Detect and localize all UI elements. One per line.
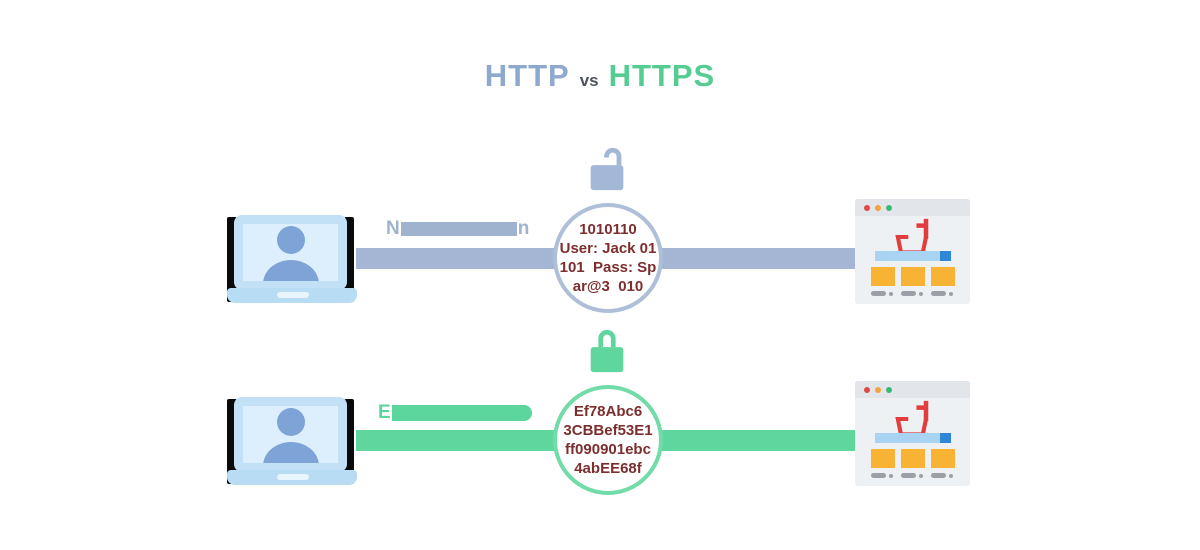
laptop-notch [277, 474, 309, 480]
packet-line: 101 Pass: Sp [559, 259, 657, 276]
text-pill [931, 291, 946, 296]
laptop-screen [243, 224, 338, 281]
caption-group [871, 291, 895, 296]
browser-window [855, 199, 970, 304]
http-row: N n 1010110 User: Jack 01 101 Pass: Sp a… [0, 140, 1200, 315]
product-card [901, 449, 925, 468]
browser-titlebar [855, 381, 970, 398]
search-bar-button [940, 433, 951, 443]
packet-line: User: Jack 01 [559, 240, 657, 257]
text-dot [919, 473, 923, 478]
text-pill [901, 473, 916, 478]
yellow-dot-icon [875, 386, 881, 393]
text-dot [889, 291, 893, 296]
title-https: HTTPS [608, 58, 716, 93]
text-pill [931, 473, 946, 478]
laptop-edge-right [344, 217, 354, 302]
title-http: HTTP [484, 58, 570, 93]
laptop-bezel [234, 215, 347, 290]
product-card [871, 267, 895, 286]
browser-window [855, 381, 970, 486]
laptop-icon [227, 391, 357, 486]
http-connection-label: N n [386, 217, 529, 241]
unlocked-padlock-icon [590, 147, 624, 191]
laptop-notch [277, 292, 309, 298]
page-title: HTTP vs HTTPS [0, 58, 1200, 94]
text-pill [871, 291, 886, 296]
laptop-edge-left [227, 217, 237, 302]
locked-padlock-icon [590, 329, 624, 373]
product-captions [871, 473, 963, 478]
laptop-screen [243, 406, 338, 463]
text-pill [901, 291, 916, 296]
laptop-base [227, 470, 357, 485]
product-card [871, 449, 895, 468]
text-pill [871, 473, 886, 478]
caption-group [931, 473, 955, 478]
product-cards [871, 449, 957, 468]
laptop-bezel [234, 397, 347, 472]
packet-line: 1010110 [579, 221, 637, 238]
text-dot [949, 473, 953, 478]
text-dot [919, 291, 923, 296]
https-row: E Ef78Abc6 3CBBef53E1 ff090901ebc 4abEE6… [0, 322, 1200, 497]
red-dot-icon [864, 204, 870, 211]
laptop-edge-right [344, 399, 354, 484]
caption-group [901, 291, 925, 296]
product-card [901, 267, 925, 286]
user-avatar-icon [277, 226, 305, 254]
caption-group [871, 473, 895, 478]
packet-line: Ef78Abc6 [573, 403, 643, 420]
text-dot [949, 291, 953, 296]
browser-search-bar [875, 433, 951, 443]
caption-group [931, 291, 955, 296]
red-dot-icon [864, 386, 870, 393]
user-avatar-body [263, 442, 319, 463]
user-avatar-icon [277, 408, 305, 436]
caption-group [901, 473, 925, 478]
search-bar-button [940, 251, 951, 261]
product-cards [871, 267, 957, 286]
browser-search-bar [875, 251, 951, 261]
https-connection-label: E [378, 401, 533, 425]
user-avatar-body [263, 260, 319, 281]
product-captions [871, 291, 963, 296]
laptop-icon [227, 209, 357, 304]
packet-line: 4abEE68f [574, 460, 642, 477]
redacted-label-block [391, 405, 532, 421]
http-data-packet: 1010110 User: Jack 01 101 Pass: Sp ar@3 … [553, 203, 663, 313]
product-card [931, 449, 955, 468]
title-vs: vs [579, 71, 599, 90]
https-data-packet: Ef78Abc6 3CBBef53E1 ff090901ebc 4abEE68f [553, 385, 663, 495]
label-prefix: N [386, 218, 400, 239]
laptop-base [227, 288, 357, 303]
packet-line: 3CBBef53E1 [563, 422, 653, 439]
packet-line: ff090901ebc [565, 441, 651, 458]
packet-line: ar@3 010 [572, 278, 644, 295]
label-prefix: E [378, 402, 391, 423]
browser-titlebar [855, 199, 970, 216]
text-dot [889, 473, 893, 478]
yellow-dot-icon [875, 204, 881, 211]
redacted-label-block [400, 222, 517, 236]
green-dot-icon [886, 204, 892, 211]
laptop-edge-left [227, 399, 237, 484]
label-suffix: n [517, 218, 530, 239]
product-card [931, 267, 955, 286]
green-dot-icon [886, 386, 892, 393]
